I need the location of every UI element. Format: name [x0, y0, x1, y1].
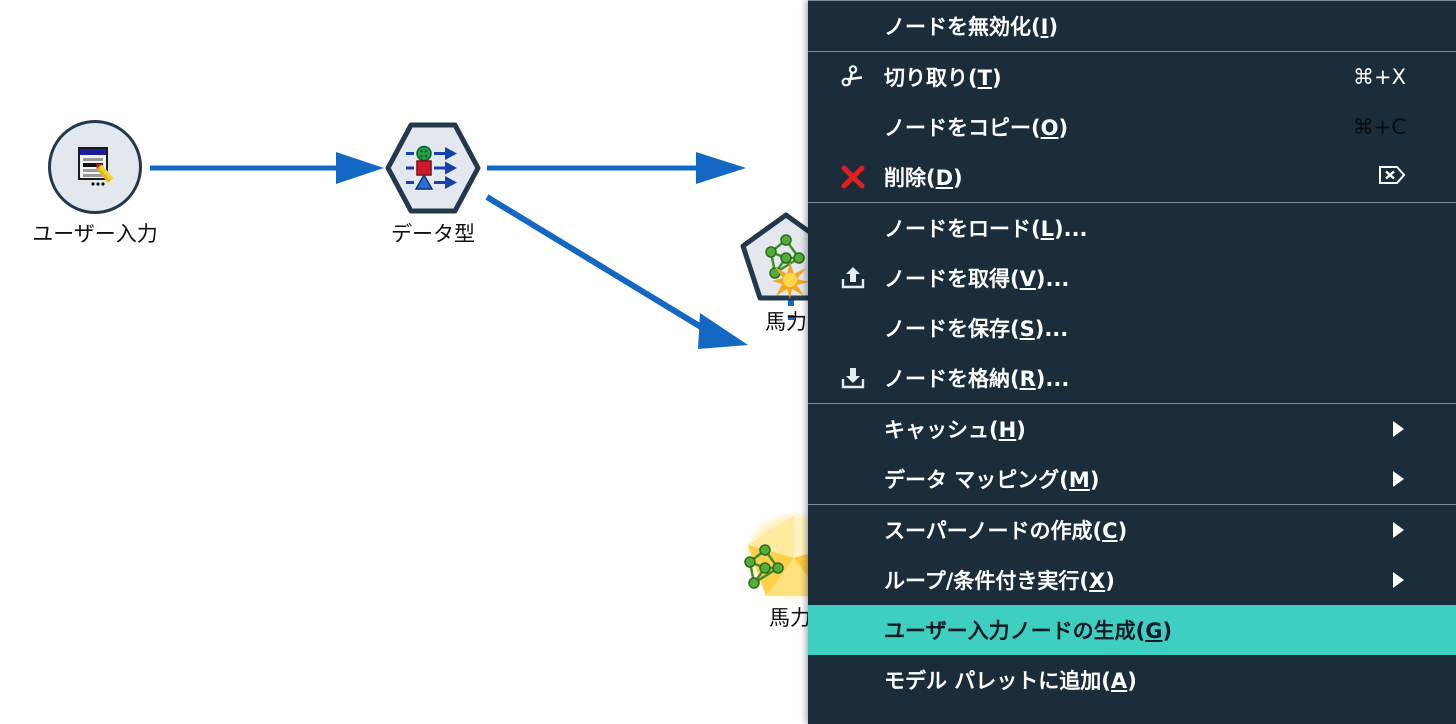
menu-item-label: モデル パレットに追加(A)	[884, 669, 1137, 693]
red-x-icon	[838, 162, 868, 192]
menu-separator	[808, 504, 1456, 505]
sparkle-icon	[770, 260, 810, 305]
node-label-user-input: ユーザー入力	[32, 222, 158, 246]
menu-item-label: ユーザー入力ノードの生成(G)	[884, 619, 1173, 643]
document-with-pencil-icon	[69, 139, 121, 196]
menu-item-label: 削除(D)	[884, 166, 963, 190]
scissors-icon	[838, 62, 868, 92]
menu-item-v[interactable]: ノードを取得(V)...	[808, 253, 1456, 303]
node-label-horsepower-model: 馬力	[765, 310, 807, 334]
menu-item-c[interactable]: スーパーノードの作成(C)	[808, 505, 1456, 555]
submenu-arrow-icon	[1393, 471, 1404, 487]
data-type-arrows-icon	[385, 122, 481, 214]
menu-item-s[interactable]: ノードを保存(S)...	[808, 303, 1456, 353]
menu-item-label: データ マッピング(M)	[884, 468, 1100, 492]
menu-separator	[808, 403, 1456, 404]
node-label-data-type: データ型	[391, 222, 475, 246]
menu-item-x[interactable]: ループ/条件付き実行(X)	[808, 555, 1456, 605]
menu-item-label: ノードを保存(S)...	[884, 317, 1069, 341]
node-context-menu[interactable]: ノードを無効化(I) 切り取り(T) ⌘+X ノードをコピー(O) ⌘+C 削除(D) ノー…	[808, 0, 1456, 724]
menu-item-a[interactable]: モデル パレットに追加(A)	[808, 655, 1456, 705]
menu-separator	[808, 0, 1456, 1]
store-node-icon	[838, 363, 868, 393]
menu-item-i[interactable]: ノードを無効化(I)	[808, 1, 1456, 51]
menu-separator	[808, 202, 1456, 203]
menu-item-label: ノードを無効化(I)	[884, 15, 1059, 39]
menu-item-label: ループ/条件付き実行(X)	[884, 569, 1115, 593]
menu-item-shortcut: ⌘+C	[1352, 115, 1406, 139]
link-data-type-to-horsepower-model	[487, 152, 746, 184]
menu-item-label: ノードをコピー(O)	[884, 116, 1069, 140]
menu-item-label: 切り取り(T)	[884, 66, 1002, 90]
node-user-input[interactable]: ユーザー入力	[32, 120, 158, 246]
node-data-type[interactable]: データ型	[385, 122, 481, 246]
submenu-arrow-icon	[1393, 421, 1404, 437]
node-shape-hexagon	[385, 122, 481, 214]
menu-item-label: ノードを取得(V)...	[884, 267, 1070, 291]
link-user-input-to-data-type	[150, 152, 384, 184]
retrieve-node-icon	[838, 263, 868, 293]
menu-item-label: ノードをロード(L)...	[884, 217, 1088, 241]
node-horsepower-model[interactable]: 馬力	[740, 212, 832, 334]
delete-key-icon	[1378, 164, 1406, 191]
submenu-arrow-icon	[1393, 572, 1404, 588]
menu-item-m[interactable]: データ マッピング(M)	[808, 454, 1456, 504]
menu-item-l[interactable]: ノードをロード(L)...	[808, 203, 1456, 253]
menu-separator	[808, 51, 1456, 52]
menu-item-r[interactable]: ノードを格納(R)...	[808, 353, 1456, 403]
menu-item-label: キャッシュ(H)	[884, 418, 1026, 442]
menu-item-shortcut: ⌘+X	[1353, 65, 1406, 89]
menu-item-o[interactable]: ノードをコピー(O) ⌘+C	[808, 102, 1456, 152]
menu-item-t[interactable]: 切り取り(T) ⌘+X	[808, 52, 1456, 102]
link-data-type-to-horsepower-nugget	[485, 194, 748, 349]
menu-item-g[interactable]: ユーザー入力ノードの生成(G)	[808, 605, 1456, 655]
submenu-arrow-icon	[1393, 522, 1404, 538]
menu-item-d[interactable]: 削除(D)	[808, 152, 1456, 202]
menu-item-label: ノードを格納(R)...	[884, 367, 1070, 391]
green-network-icon	[738, 542, 792, 597]
node-shape-circle[interactable]	[48, 120, 142, 214]
node-label-horsepower-nugget: 馬力	[769, 606, 811, 630]
menu-item-h[interactable]: キャッシュ(H)	[808, 404, 1456, 454]
menu-item-label: スーパーノードの作成(C)	[884, 519, 1128, 543]
